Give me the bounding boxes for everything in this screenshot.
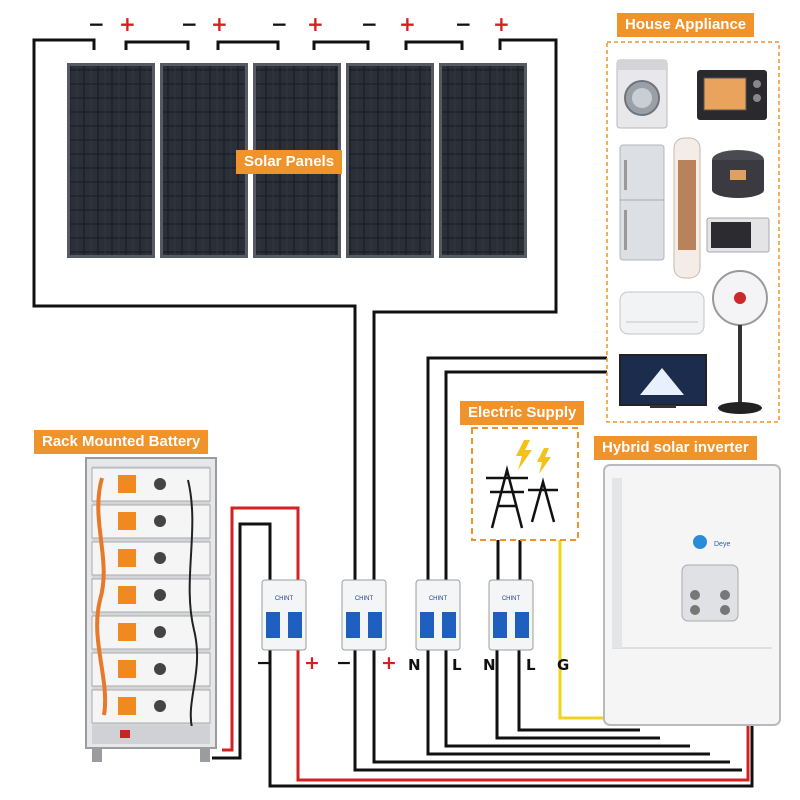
washing-machine-icon — [616, 59, 668, 129]
hybrid-inverter — [603, 464, 781, 726]
breaker-battery[interactable] — [261, 579, 307, 651]
tv-icon — [619, 354, 707, 408]
battery-wires — [212, 506, 300, 760]
breaker-brand-4: CHINT — [502, 596, 521, 602]
breaker-brand-1: CHINT — [275, 596, 294, 602]
lightning-icon — [516, 440, 551, 474]
air-conditioner-icon — [673, 137, 701, 279]
breaker-4-n-label: N — [483, 656, 496, 674]
rack-battery — [85, 457, 217, 762]
panel-5-plus: + — [493, 12, 510, 36]
wall-ac-icon — [619, 291, 705, 335]
fan-icon — [712, 270, 768, 414]
solar-string-wires — [32, 38, 558, 590]
electric-supply-label: Electric Supply — [460, 401, 585, 425]
breaker-1-plus-label: + — [304, 652, 320, 674]
panel-2-plus: + — [211, 12, 228, 36]
breaker-solar[interactable] — [341, 579, 387, 651]
house-appliance-label: House Appliance — [617, 13, 755, 37]
panel-4-minus: − — [361, 12, 378, 36]
panel-4-plus: + — [399, 12, 416, 36]
appliance-wires — [426, 356, 612, 590]
panel-2-minus: − — [181, 12, 198, 36]
oven-icon — [697, 70, 767, 120]
output-wires — [268, 540, 754, 788]
solar-panel-5 — [439, 63, 527, 258]
panel-1-minus: − — [88, 12, 105, 36]
breaker-brand-2: CHINT — [355, 596, 374, 602]
breaker-3-l-label: L — [452, 656, 462, 674]
breaker-2-plus-label: + — [381, 652, 397, 674]
breaker-brand-3: CHINT — [429, 596, 448, 602]
panel-3-plus: + — [307, 12, 324, 36]
panel-5-minus: − — [455, 12, 472, 36]
rack-battery-label: Rack Mounted Battery — [34, 430, 209, 454]
transmission-tower-icon — [486, 465, 558, 529]
breaker-2-minus-label: − — [336, 652, 352, 674]
panel-3-minus: − — [271, 12, 288, 36]
panel-1-plus: + — [119, 12, 136, 36]
breaker-3-n-label: N — [408, 656, 421, 674]
solar-panel-1 — [67, 63, 155, 258]
breaker-4-l-label: L — [526, 656, 536, 674]
solar-panel-2 — [160, 63, 248, 258]
breaker-load[interactable] — [415, 579, 461, 651]
solar-panel-4 — [346, 63, 434, 258]
ground-label: G — [557, 656, 570, 674]
microwave-icon — [706, 217, 770, 253]
hybrid-inverter-label: Hybrid solar inverter — [594, 436, 757, 460]
solar-panels-label: Solar Panels — [236, 150, 343, 174]
fridge-icon — [619, 144, 665, 261]
rice-cooker-icon — [712, 150, 764, 198]
breaker-grid[interactable] — [488, 579, 534, 651]
breaker-1-minus-label: − — [256, 652, 272, 674]
inverter-brand: Deye — [714, 541, 730, 548]
